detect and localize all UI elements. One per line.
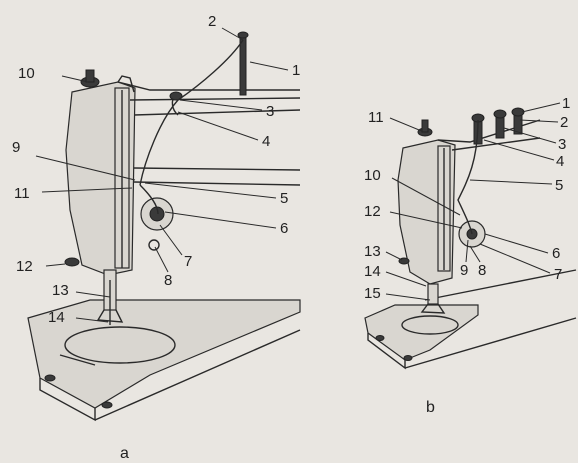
label-a-3: 3 (266, 103, 274, 120)
label-a-8: 8 (164, 272, 172, 289)
caption-a: a (120, 445, 129, 462)
label-b-14: 14 (364, 263, 381, 280)
label-b-9: 9 (460, 262, 468, 279)
label-b-11: 11 (368, 109, 384, 126)
label-a-5: 5 (280, 190, 288, 207)
label-a-13: 13 (52, 282, 69, 299)
label-a-1: 1 (292, 62, 300, 79)
label-b-12: 12 (364, 203, 381, 220)
machine-a-head (64, 31, 301, 325)
machine-b-head (397, 107, 541, 314)
label-a-9: 9 (12, 139, 20, 156)
label-b-8: 8 (478, 262, 486, 279)
label-b-15: 15 (364, 285, 381, 302)
label-b-6: 6 (552, 245, 560, 262)
label-b-4: 4 (556, 153, 564, 170)
label-b-5: 5 (555, 177, 563, 194)
leader-lines-b (385, 102, 561, 301)
label-b-2: 2 (560, 114, 568, 131)
label-a-14: 14 (48, 309, 65, 326)
diagram-b: 1 2 3 4 5 6 7 8 9 10 11 12 13 14 15 b (364, 95, 577, 416)
machine-b-bed (364, 269, 577, 370)
label-b-3: 3 (558, 136, 566, 153)
label-b-10: 10 (364, 167, 381, 184)
label-b-7: 7 (554, 266, 562, 283)
label-a-10: 10 (18, 65, 35, 82)
labels-a: 1 2 3 4 5 6 7 8 9 10 11 12 13 14 (12, 13, 300, 326)
diagram-a: 1 2 3 4 5 6 7 8 9 10 11 12 13 14 a (12, 13, 301, 462)
label-b-1: 1 (562, 95, 570, 112)
label-a-2: 2 (208, 13, 216, 30)
label-a-7: 7 (184, 253, 192, 270)
labels-b: 1 2 3 4 5 6 7 8 9 10 11 12 13 14 15 (364, 95, 570, 302)
label-a-4: 4 (262, 133, 270, 150)
label-a-12: 12 (16, 258, 33, 275)
label-a-11: 11 (14, 185, 30, 202)
leader-lines-a (35, 27, 289, 323)
machine-a-bed (27, 299, 301, 422)
caption-b: b (426, 399, 435, 416)
label-a-6: 6 (280, 220, 288, 237)
label-b-13: 13 (364, 243, 381, 260)
